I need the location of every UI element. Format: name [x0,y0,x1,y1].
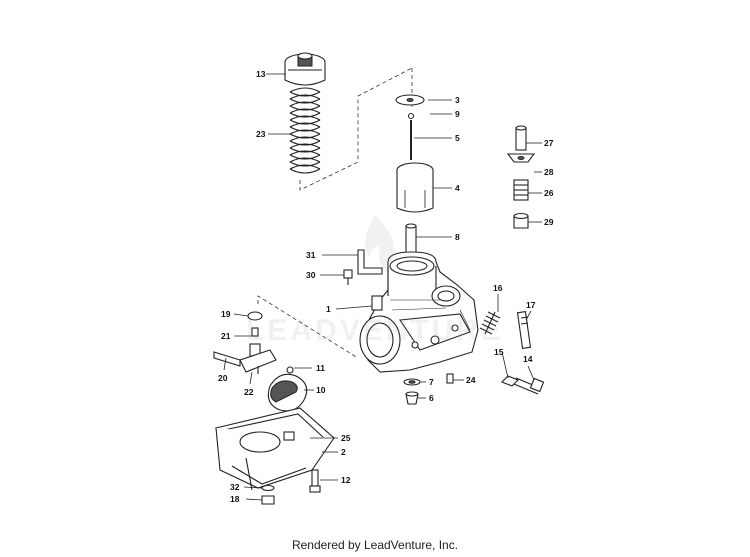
throttle-spring-part [289,87,321,174]
callout-5: 5 [455,133,460,143]
callout-7: 7 [429,377,434,387]
callout-labels: 13 23 3 9 5 27 28 26 4 29 8 31 30 16 17 … [218,69,554,504]
callout-28: 28 [544,167,554,177]
callout-10: 10 [316,385,326,395]
callout-25: 25 [341,433,351,443]
callout-31: 31 [306,250,316,260]
callout-29: 29 [544,217,554,227]
main-jet-part [403,373,454,405]
callout-8: 8 [455,232,460,242]
callout-3: 3 [455,95,460,105]
callout-17: 17 [526,300,536,310]
spring-cap-part [284,52,326,86]
idle-adjust-screw-part [479,310,532,350]
callout-16: 16 [493,283,503,293]
callout-13: 13 [256,69,266,79]
needle-retainer-part [395,94,425,160]
callout-2: 2 [341,447,346,457]
callout-19: 19 [221,309,231,319]
callout-30: 30 [306,270,316,280]
callout-6: 6 [429,393,434,403]
callout-14: 14 [523,354,533,364]
cable-bracket-part [343,249,383,285]
callout-20: 20 [218,373,228,383]
callout-12: 12 [341,475,351,485]
throttle-slide-part [396,162,434,213]
float-bowl-part [214,407,336,491]
float-valve-part [213,311,277,374]
pilot-screw-part [501,375,545,395]
callout-1: 1 [326,304,331,314]
drain-screw-part [261,469,321,505]
callout-23: 23 [256,129,266,139]
leader-lines [223,73,542,501]
callout-22: 22 [244,387,254,397]
callout-4: 4 [455,183,460,193]
callout-15: 15 [494,347,504,357]
callout-18: 18 [230,494,240,504]
callout-11: 11 [316,363,325,373]
callout-9: 9 [455,109,460,119]
fuel-inlet-fitting-part [506,125,536,229]
carburetor-body-part [359,251,479,373]
float-part [267,366,308,412]
rendered-by-credit: Rendered by LeadVenture, Inc. [291,538,459,552]
callout-26: 26 [544,188,554,198]
callout-21: 21 [221,331,231,341]
callout-32: 32 [230,482,240,492]
callout-24: 24 [466,375,476,385]
callout-27: 27 [544,138,554,148]
